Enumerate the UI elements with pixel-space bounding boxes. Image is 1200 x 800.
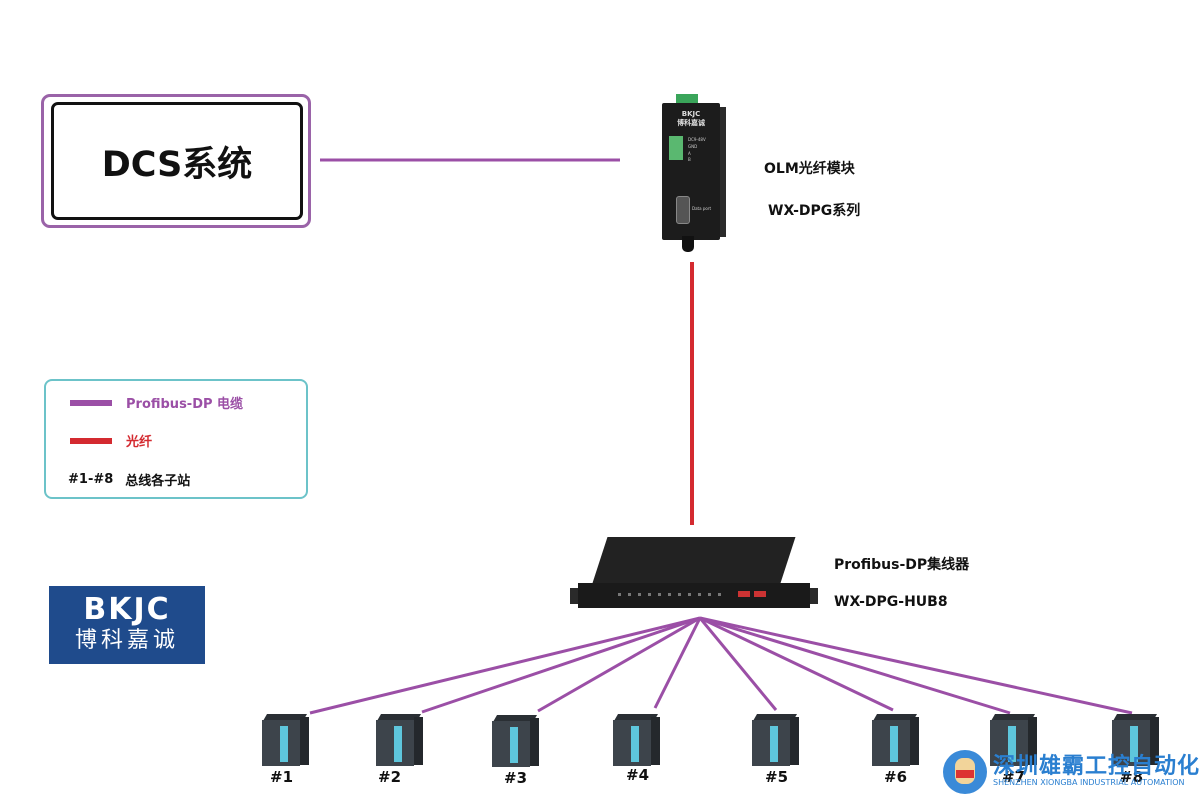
plc-display <box>1130 726 1138 762</box>
station-label: #3 <box>504 769 528 787</box>
hub-led <box>658 593 661 596</box>
logo-cn: 博科嘉诚 <box>74 628 179 653</box>
olm-terminal-label: B <box>688 157 691 162</box>
station-label: #2 <box>378 768 402 786</box>
hub-model: WX-DPG-HUB8 <box>834 594 948 610</box>
fiber-swatch <box>70 437 112 444</box>
dcs-box: DCS系统 <box>51 102 303 220</box>
profibus-line-station-4 <box>653 617 702 709</box>
plc-display <box>770 726 778 762</box>
plc-side <box>910 717 919 765</box>
olm-terminal-label: DC9-48V <box>688 137 706 142</box>
profibus-line-station-3 <box>537 616 701 713</box>
plc-side <box>1028 717 1037 765</box>
olm-title: OLM光纤模块 <box>764 161 855 177</box>
plc-station-1 <box>262 714 310 766</box>
hub-rack-ear-left <box>570 588 580 604</box>
hub-led <box>698 593 701 596</box>
olm-model: WX-DPG系列 <box>768 203 861 219</box>
plc-station-5 <box>752 714 800 766</box>
legend-key: #1-#8 <box>68 472 114 487</box>
hub-device-top <box>592 537 796 583</box>
hub-led <box>718 593 721 596</box>
hub-led <box>618 593 621 596</box>
olm-device-side <box>718 107 726 237</box>
profibus-line-station-8 <box>699 616 1133 715</box>
watermark-en: SHENZHEN XIONGBA INDUSTRIAL AUTOMATION <box>993 778 1185 787</box>
olm-fiber-connector <box>682 236 694 252</box>
watermark: 深圳雄霸工控自动化 SHENZHEN XIONGBA INDUSTRIAL AU… <box>943 748 1200 800</box>
legend-label: 总线各子站 <box>125 474 191 489</box>
station-label: #6 <box>884 768 908 786</box>
plc-side <box>300 717 309 765</box>
station-label: #1 <box>270 768 294 786</box>
plc-display <box>394 726 402 762</box>
profibus-line-station-6 <box>699 616 894 712</box>
plc-station-2 <box>376 714 424 766</box>
olm-device-brand: BKJC 博科嘉诚 <box>668 110 714 128</box>
plc-station-6 <box>872 714 920 766</box>
legend-label: 光纤 <box>126 435 153 450</box>
profibus-swatch <box>70 399 112 406</box>
plc-display <box>1008 726 1016 762</box>
olm-brand-cn: 博科嘉诚 <box>677 119 705 127</box>
olm-terminal-label: GND <box>688 144 698 149</box>
hub-led <box>708 593 711 596</box>
plc-station-8 <box>1112 714 1160 766</box>
legend-label: Profibus-DP 电缆 <box>126 397 244 412</box>
plc-station-7 <box>990 714 1038 766</box>
plc-station-3 <box>492 715 540 767</box>
plc-display <box>280 726 288 762</box>
watermark-cn: 深圳雄霸工控自动化 <box>993 754 1200 779</box>
plc-side <box>1150 717 1159 765</box>
profibus-line-station-5 <box>698 617 778 711</box>
profibus-line-station-2 <box>421 616 701 714</box>
plc-side <box>790 717 799 765</box>
hub-dip-switch <box>754 591 766 597</box>
hub-led <box>678 593 681 596</box>
plc-side <box>651 717 660 765</box>
olm-terminal-label: A <box>688 151 691 156</box>
station-label: #7 <box>1002 768 1026 786</box>
plc-station-4 <box>613 714 661 766</box>
dcs-label: DCS系统 <box>101 144 253 185</box>
legend-item-profibus: Profibus-DP 电缆 <box>70 393 243 412</box>
hub-led <box>668 593 671 596</box>
hub-led <box>628 593 631 596</box>
dcs-box-outer <box>41 94 311 228</box>
profibus-line-station-7 <box>699 616 1011 715</box>
hub-dip-switch <box>738 591 750 597</box>
profibus-fan-lines <box>309 616 1133 715</box>
olm-device <box>662 103 720 240</box>
plc-side <box>530 718 539 766</box>
olm-brand-en: BKJC <box>681 110 701 118</box>
hub-rack-ear-right <box>808 588 818 604</box>
olm-green-terminals <box>669 136 683 160</box>
plc-display <box>631 726 639 762</box>
hub-led <box>638 593 641 596</box>
legend-item-fiber: 光纤 <box>70 431 152 450</box>
olm-db9-port <box>676 196 690 224</box>
hub-device-front <box>578 583 810 608</box>
hub-led <box>648 593 651 596</box>
plc-display <box>890 726 898 762</box>
logo-en: BKJC <box>83 592 171 627</box>
bkjc-logo: BKJC 博科嘉诚 <box>49 586 205 664</box>
bear-shirt-icon <box>956 770 974 778</box>
plc-side <box>414 717 423 765</box>
profibus-line-station-1 <box>309 616 701 715</box>
hub-led <box>688 593 691 596</box>
olm-port-label: Data port <box>692 206 712 211</box>
legend: Profibus-DP 电缆 光纤 #1-#8 总线各子站 <box>44 379 308 499</box>
station-label: #4 <box>626 766 650 784</box>
legend-item-stations: #1-#8 总线各子站 <box>68 470 190 489</box>
station-label: #8 <box>1120 768 1144 786</box>
plc-display <box>510 727 518 763</box>
station-label: #5 <box>765 768 789 786</box>
hub-title: Profibus-DP集线器 <box>834 557 970 573</box>
